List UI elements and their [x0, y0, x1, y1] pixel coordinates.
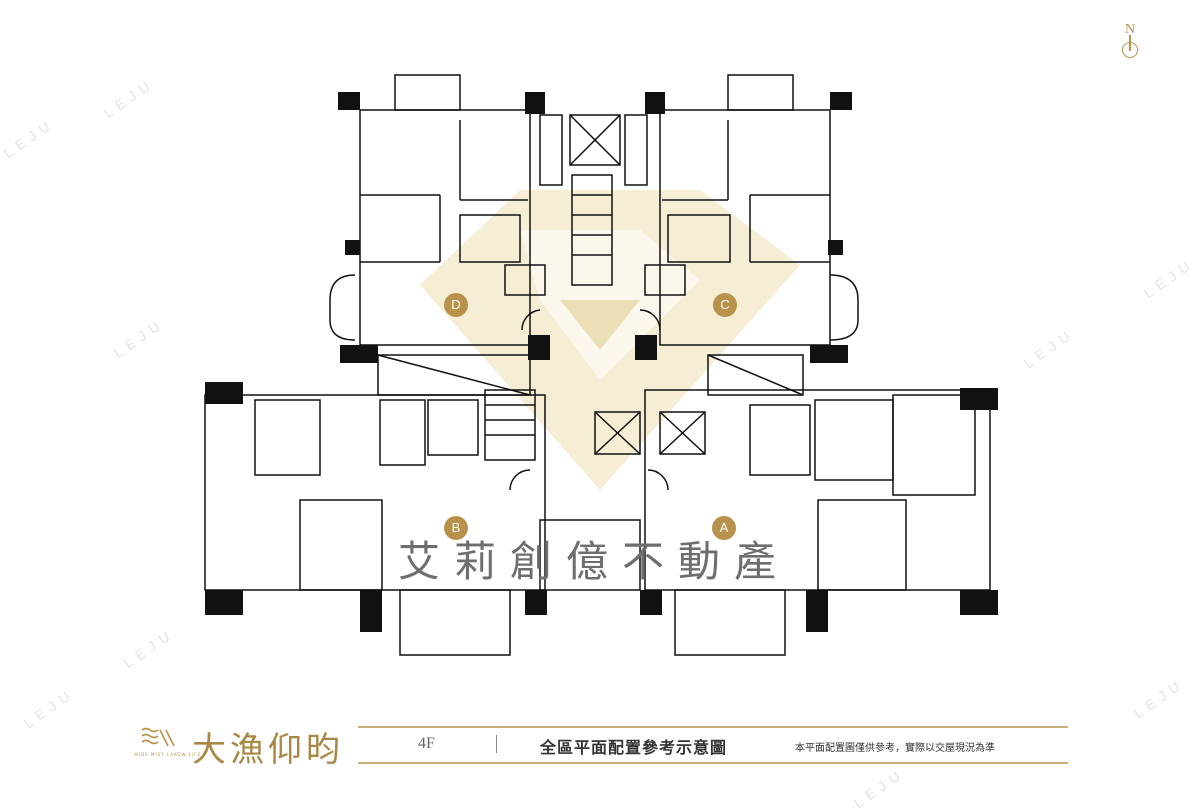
north-label: N	[1124, 22, 1136, 37]
unit-marker-c: D	[444, 293, 468, 317]
plan-title: 全區平面配置參考示意圖	[540, 738, 728, 757]
disclaimer: 本平面配置圖僅供參考，實際以交屋現況為準	[795, 743, 995, 754]
footer-rule-bottom	[358, 762, 1068, 764]
wave-icon	[141, 727, 175, 747]
brand-name: 大漁仰昀	[192, 730, 344, 770]
unit-marker-b: B	[444, 516, 468, 540]
north-indicator: N	[1119, 22, 1141, 62]
unit-marker-a: A	[712, 516, 736, 540]
walls	[204, 74, 991, 656]
footer-rule-top	[358, 726, 1068, 728]
footer-separator	[496, 735, 497, 753]
compass-icon	[1122, 35, 1138, 58]
floor-label: 4F	[418, 735, 435, 752]
unit-marker-d: C	[713, 293, 737, 317]
brand-tagline: WIDE MIST LAKOW LIFE	[134, 752, 201, 757]
brand-logo: WIDE MIST LAKOW LIFE	[134, 726, 200, 760]
agency-watermark: 艾莉創億不動產	[398, 537, 791, 586]
columns	[205, 92, 998, 632]
